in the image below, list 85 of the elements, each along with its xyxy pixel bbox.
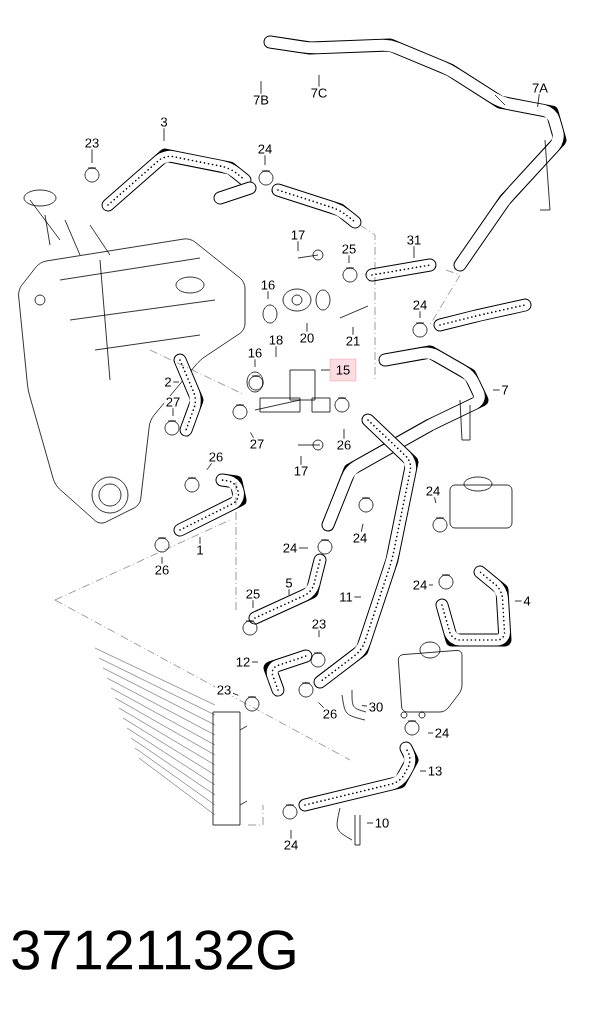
leader-line — [250, 432, 254, 439]
leader-line — [252, 599, 254, 609]
callout-number: 2 — [162, 375, 174, 389]
callout-number: 7 — [499, 384, 511, 396]
leader-line — [172, 381, 180, 383]
callout-number: 13 — [426, 764, 444, 778]
leader-line — [172, 407, 174, 417]
callout-number: 23 — [215, 683, 233, 697]
leader-line — [264, 154, 266, 166]
leader-line — [254, 358, 256, 368]
callout-number: 24 — [282, 838, 300, 852]
callout-number: 24 — [351, 531, 369, 545]
callout-number: 27 — [164, 395, 182, 409]
callout-number: 5 — [283, 576, 295, 590]
callout-number: 25 — [340, 242, 358, 256]
leader-line — [413, 245, 415, 259]
leader-line — [288, 588, 290, 596]
callout-number: 3 — [158, 115, 170, 129]
callout-number: 26 — [207, 450, 225, 464]
leader-line — [163, 127, 165, 142]
callout-number: 26 — [335, 438, 353, 452]
callout-number: 12 — [234, 655, 252, 669]
leader-line — [91, 148, 93, 164]
leader-line — [300, 455, 302, 466]
leader-line — [514, 600, 523, 602]
callout-number: 16 — [259, 278, 277, 292]
callout-number: 24 — [281, 541, 299, 555]
callout-number: 7C — [309, 86, 329, 100]
callout-number: 1 — [194, 544, 206, 556]
leader-line — [298, 547, 309, 549]
leader-line — [306, 322, 308, 333]
callout-number: 17 — [292, 465, 310, 477]
callout-number: 24 — [411, 578, 429, 592]
leader-line — [275, 345, 277, 358]
callout-number: 4 — [521, 595, 533, 607]
leader-line — [199, 536, 201, 545]
callout-number: 23 — [83, 136, 101, 150]
leader-line — [318, 74, 320, 88]
callout-number: 20 — [298, 331, 316, 345]
callout-number: 27 — [248, 437, 266, 451]
callout-number: 7B — [251, 94, 271, 106]
leader-line — [428, 584, 434, 586]
leader-line — [320, 369, 331, 371]
leader-line — [318, 629, 320, 638]
leader-line — [366, 822, 374, 824]
leader-line — [492, 389, 501, 391]
part-number: 37121132G — [12, 930, 295, 970]
leader-line — [427, 732, 434, 734]
leader-line — [419, 310, 421, 319]
callout-number: 23 — [310, 617, 328, 631]
leader-line — [434, 496, 437, 504]
callout-number: 26 — [153, 563, 171, 577]
leader-line — [297, 240, 299, 252]
callout-number: 24 — [424, 484, 442, 498]
callout-number: 25 — [244, 587, 262, 601]
callout-number: 24 — [433, 726, 451, 740]
callout-number: 30 — [367, 700, 385, 714]
leader-line — [348, 254, 350, 264]
callout-number: 26 — [321, 707, 339, 721]
leader-line — [251, 661, 259, 663]
callout-number: 21 — [344, 334, 362, 348]
callout-number: 16 — [246, 346, 264, 360]
callout-number: 24 — [256, 143, 274, 156]
callout-number: 24 — [411, 298, 429, 312]
leader-line — [419, 770, 427, 772]
leader-line — [232, 692, 239, 696]
callout-number: 10 — [373, 816, 391, 830]
callout-number: 7A — [530, 82, 550, 94]
leader-line — [290, 829, 292, 840]
leader-line — [161, 556, 163, 565]
leader-line — [267, 290, 269, 300]
leader-line — [361, 705, 368, 707]
leader-line — [260, 80, 262, 95]
leader-line — [343, 428, 345, 440]
callout-number: 31 — [405, 233, 423, 247]
leader-line — [537, 93, 540, 108]
leader-line — [206, 462, 212, 471]
callout-number: 17 — [289, 229, 307, 241]
leader-line — [354, 596, 362, 598]
callout-number: 15 — [329, 358, 357, 382]
leader-line — [352, 326, 354, 336]
leader-line — [360, 523, 364, 533]
callout-number: 11 — [337, 591, 355, 603]
callout-number: 18 — [267, 333, 285, 347]
leader-line — [318, 702, 325, 709]
